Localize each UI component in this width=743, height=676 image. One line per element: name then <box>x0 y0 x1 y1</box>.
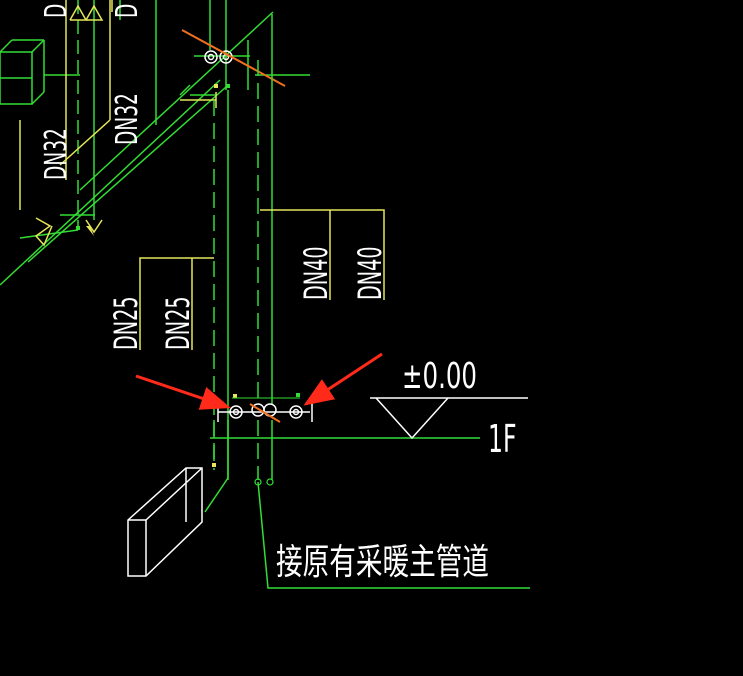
dn32-label-top-fragment: D <box>38 4 73 18</box>
radiator-block-icon <box>127 467 203 577</box>
floor-valves <box>217 393 313 423</box>
dn40-label-left: DN40 <box>299 246 335 300</box>
elevation-text: ±0.00 <box>402 355 477 397</box>
callout-arrows <box>135 352 383 410</box>
valve-4-icon <box>289 405 303 419</box>
label-leaders <box>139 209 385 350</box>
red-arrow-right-icon <box>303 352 383 406</box>
connection-note: 接原有采暖主管道 <box>276 542 489 583</box>
main-risers <box>204 14 530 589</box>
dn25-label-right: DN25 <box>161 296 197 350</box>
dn32-label-right: DN32 <box>109 93 144 145</box>
upper-left-pipework <box>0 0 310 286</box>
floor-label: 1F <box>488 418 517 461</box>
valve-1-icon <box>229 405 243 419</box>
red-arrow-left-icon <box>135 374 231 410</box>
dn32-label-top-fragment-2: D <box>109 4 144 18</box>
elevation-marker <box>370 397 528 440</box>
dn25-label-left: DN25 <box>109 296 145 350</box>
dn32-label-left: DN32 <box>38 128 73 180</box>
section-cut-line-top <box>181 29 286 87</box>
dn40-label-right: DN40 <box>353 246 389 300</box>
